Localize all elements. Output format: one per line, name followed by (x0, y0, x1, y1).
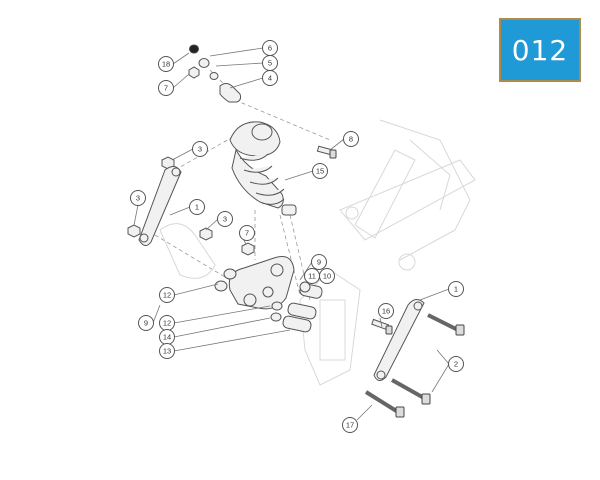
svg-text:2: 2 (454, 360, 458, 369)
svg-text:12: 12 (163, 291, 171, 300)
svg-text:4: 4 (268, 74, 272, 83)
callout-12-bottom: 12 (159, 315, 175, 331)
callout-12-top: 12 (159, 287, 175, 303)
part-bolt-2-a (427, 313, 465, 336)
part-top-mount-4 (219, 83, 242, 103)
svg-text:9: 9 (144, 319, 148, 328)
callout-8: 8 (343, 131, 359, 147)
svg-text:11: 11 (308, 272, 316, 281)
left-bracket-outline (159, 223, 216, 279)
svg-text:9: 9 (317, 258, 321, 267)
part-pin-13-b (282, 315, 312, 333)
callout-14: 14 (159, 329, 175, 345)
part-nut-6 (198, 58, 210, 68)
svg-text:15: 15 (316, 167, 324, 176)
callout-9-right: 9 (311, 254, 327, 270)
callout-18: 18 (158, 56, 174, 72)
part-bush-10 (299, 281, 311, 293)
svg-text:3: 3 (136, 194, 140, 203)
svg-text:10: 10 (323, 272, 331, 281)
part-bolt-2-b (391, 378, 431, 405)
callout-11: 11 (304, 268, 320, 284)
callout-17: 17 (342, 417, 358, 433)
part-bush-14 (270, 312, 282, 322)
callout-15: 15 (312, 163, 328, 179)
part-rocker-linkage (228, 256, 295, 310)
callout-3-mid: 3 (217, 211, 233, 227)
callout-3-top: 3 (192, 141, 208, 157)
svg-text:7: 7 (245, 229, 249, 238)
svg-text:17: 17 (346, 421, 354, 430)
part-bush-12-a (214, 280, 228, 292)
part-cap-18 (189, 44, 199, 54)
part-nut-7-top (188, 66, 200, 79)
part-bolt-16 (371, 318, 393, 335)
svg-text:12: 12 (163, 319, 171, 328)
svg-text:8: 8 (349, 135, 353, 144)
part-pin-13-a (287, 302, 317, 320)
svg-text:1: 1 (195, 203, 199, 212)
svg-text:13: 13 (163, 347, 171, 356)
part-bush-12-b (223, 268, 237, 280)
svg-text:5: 5 (268, 59, 272, 68)
callout-9-left: 9 (138, 315, 154, 331)
callout-10: 10 (319, 268, 335, 284)
part-shock-absorber-15 (229, 121, 297, 216)
callout-3-left: 3 (130, 190, 146, 206)
diagram-number-badge: 012 (499, 18, 581, 82)
svg-text:7: 7 (164, 84, 168, 93)
callout-2: 2 (448, 356, 464, 372)
svg-text:1: 1 (454, 285, 458, 294)
part-bush-12-c (271, 301, 283, 311)
part-washer-5 (209, 72, 219, 80)
part-bolt-8 (316, 145, 337, 159)
callout-5: 5 (262, 55, 278, 71)
callout-7-mid: 7 (239, 225, 255, 241)
svg-text:6: 6 (268, 44, 272, 53)
part-nut-7-mid (241, 242, 255, 256)
part-bolt-17 (364, 390, 405, 418)
callout-1-right: 1 (448, 281, 464, 297)
svg-text:14: 14 (163, 333, 171, 342)
part-link-1-left (138, 166, 182, 246)
callout-6: 6 (262, 40, 278, 56)
callout-1-left: 1 (189, 199, 205, 215)
callout-7-top: 7 (158, 80, 174, 96)
callout-16: 16 (378, 303, 394, 319)
callout-leader-lines (133, 47, 450, 421)
callout-13: 13 (159, 343, 175, 359)
svg-text:16: 16 (382, 307, 390, 316)
svg-text:3: 3 (198, 145, 202, 154)
part-link-1-right (373, 299, 425, 381)
part-nut-3-b (127, 224, 141, 238)
svg-text:3: 3 (223, 215, 227, 224)
callout-4: 4 (262, 70, 278, 86)
svg-text:18: 18 (162, 60, 170, 69)
swingarm-frame-outline (299, 119, 476, 386)
part-nut-3-c (199, 227, 213, 241)
